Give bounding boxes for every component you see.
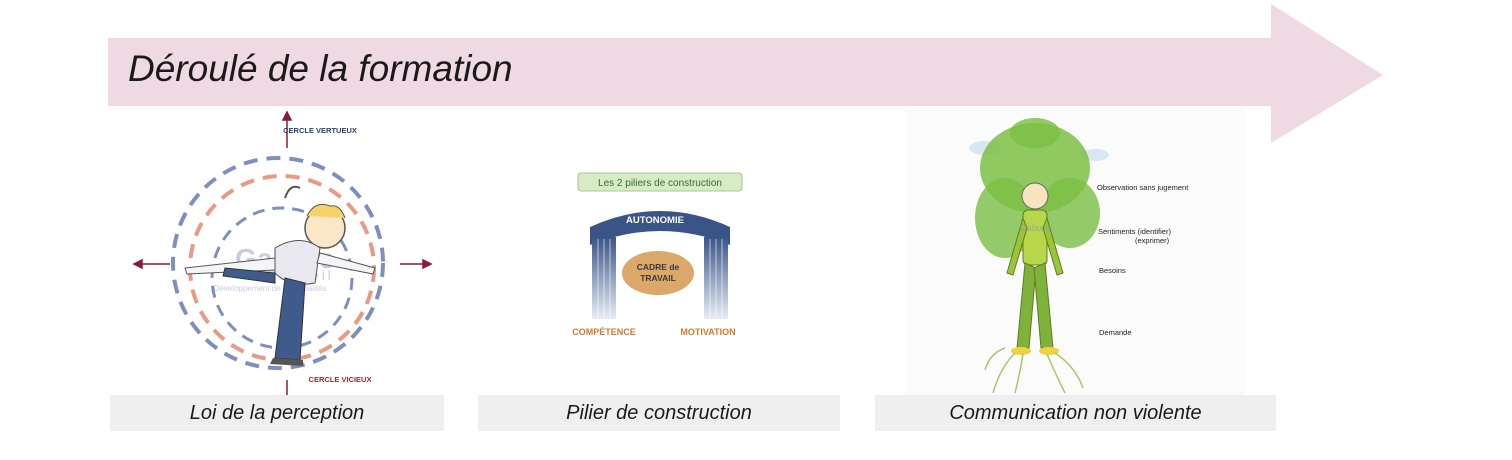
label-besoins: Besoins (1099, 266, 1126, 275)
pillars-header: Les 2 piliers de construction (598, 178, 722, 189)
label-sentiments: Sentiments (identifier) (1098, 227, 1171, 236)
pillar-left-label: COMPÉTENCE (572, 327, 636, 337)
pillar-right-label: MOTIVATION (680, 327, 735, 337)
page-title: Déroulé de la formation (128, 48, 513, 89)
tree-foliage (975, 118, 1100, 258)
tree-character (1006, 182, 1064, 355)
pillars-header-box (577, 172, 743, 192)
label-demande: Demande (1099, 328, 1132, 337)
caption-perception: Loi de la perception (110, 395, 444, 431)
roots (984, 347, 1084, 394)
timeline-arrow-shape (108, 4, 1383, 143)
virtuous-circle (171, 156, 385, 370)
center-line1: CADRE de (637, 262, 680, 272)
caption-cnv: Communication non violente (875, 395, 1276, 431)
label-vicious: CERCLE VICIEUX (309, 375, 372, 384)
cnv-tree-illustration: Galaxie Observation sans jugement Sentim… (905, 108, 1245, 395)
caption-pillars: Pilier de construction (478, 395, 840, 431)
label-virtuous: CERCLE VERTUEUX (283, 126, 357, 135)
perception-illustration: Galaxie Conseil Développement de Potenti… (132, 110, 433, 395)
direction-arrows (132, 110, 433, 395)
arch-label: AUTONOMIE (626, 215, 684, 226)
center-line2: TRAVAIL (640, 273, 676, 283)
arch (590, 211, 730, 245)
center-ellipse (622, 251, 694, 295)
cnv-watermark: Galaxie (1020, 223, 1051, 233)
label-exprimer: (exprimer) (1135, 236, 1170, 245)
pillars-illustration: Les 2 piliers de construction AUTONOMIE … (572, 172, 743, 337)
character-figure (184, 185, 376, 366)
watermark-tag: Développement de Potentialités (214, 284, 327, 293)
label-observation: Observation sans jugement (1097, 183, 1189, 192)
timeline-arrow (108, 4, 1383, 143)
